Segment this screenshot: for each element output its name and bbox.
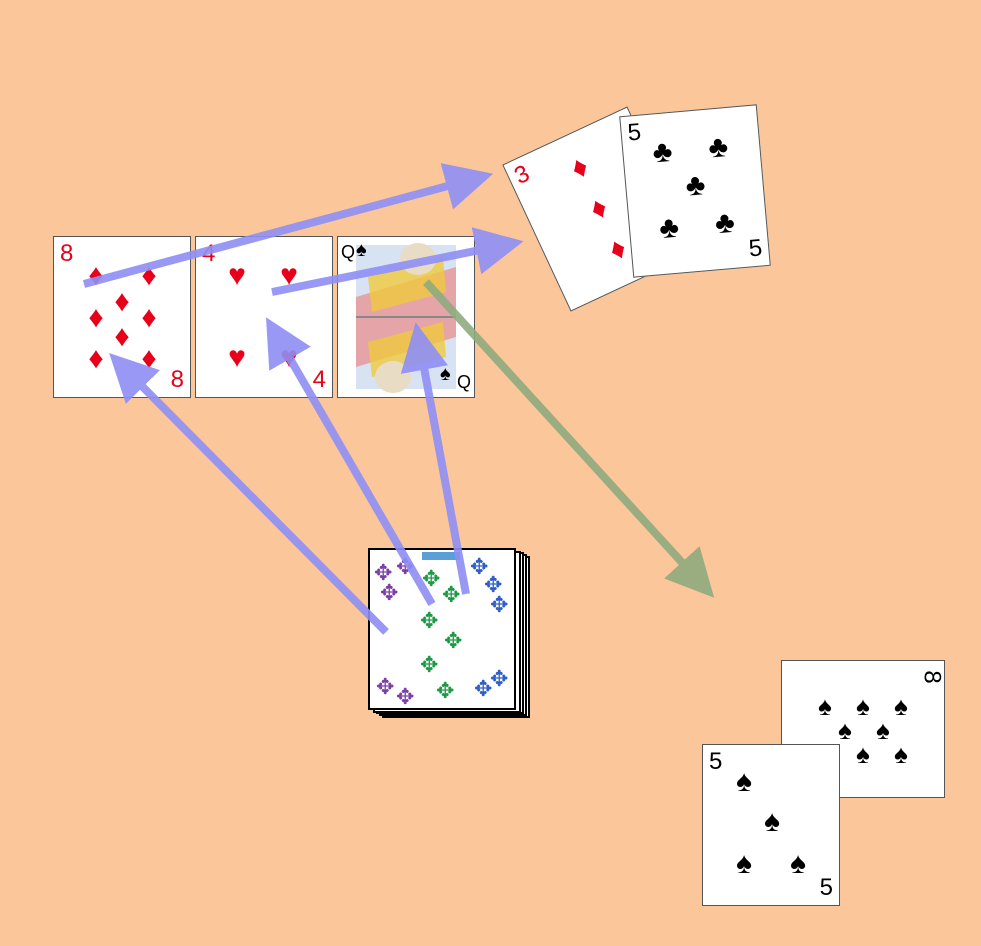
card-rank: 8 <box>60 240 74 267</box>
green-critter-icon: ✥ <box>442 582 461 607</box>
diamond-icon: ♦ <box>114 320 130 353</box>
spade-icon: ♠ <box>876 715 890 745</box>
heart-icon: ♥ <box>228 341 246 374</box>
arrow-deck-to-four <box>265 317 436 607</box>
card-rank: 4 <box>312 366 326 393</box>
spade-icon: ♠ <box>356 239 367 261</box>
green-critter-icon: ✥ <box>444 628 463 653</box>
card-rank: 5 <box>709 748 723 775</box>
blue-critter-icon: ✥ <box>490 592 509 617</box>
spade-icon: ♠ <box>894 691 908 721</box>
arrow-four-to-pile <box>271 227 524 296</box>
blue-critter-icon: ✥ <box>474 676 493 701</box>
card-rank: Q <box>456 372 471 392</box>
spade-icon: ♠ <box>838 715 852 745</box>
spade-icon: ♠ <box>856 691 870 721</box>
card-rank: 5 <box>819 874 833 901</box>
purple-critter-icon: ✥ <box>380 580 399 605</box>
spade-icon: ♠ <box>818 691 832 721</box>
spade-icon: ♠ <box>764 805 780 838</box>
green-critter-icon: ✥ <box>422 566 441 591</box>
purple-critter-icon: ✥ <box>376 674 395 699</box>
deck-back-banner <box>422 552 460 560</box>
green-critter-icon: ✥ <box>436 678 455 703</box>
arrow-deck-to-queen <box>400 322 470 595</box>
spade-icon: ♠ <box>736 765 752 798</box>
spade-icon: ♠ <box>736 847 752 880</box>
heart-icon: ♥ <box>228 259 246 292</box>
heart-icon: ♥ <box>280 259 298 292</box>
green-critter-icon: ✥ <box>420 608 439 633</box>
card-rank: Q <box>341 242 356 262</box>
arrow-eight-to-pile <box>82 163 494 288</box>
spade-icon: ♠ <box>790 847 806 880</box>
diamond-icon: ♦ <box>114 285 130 318</box>
card-four-of-hearts[interactable]: 4 4 ♥ ♥ ♥ ♥ <box>195 236 333 398</box>
purple-critter-icon: ✥ <box>396 684 415 709</box>
deck-top-card[interactable]: ✥ ✥ ✥ ✥ ✥ ✥ ✥ ✥ ✥ ✥ ✥ ✥ ✥ ✥ ✥ ✥ <box>368 548 516 710</box>
blue-critter-icon: ✥ <box>490 666 509 691</box>
card-five-of-spades[interactable]: 5 5 ♠ ♠ ♠ ♠ <box>702 744 840 906</box>
spade-icon: ♠ <box>856 739 870 769</box>
spade-icon: ♠ <box>894 739 908 769</box>
diamond-icon: ♦ <box>141 301 157 334</box>
card-rank: 8 <box>170 366 184 393</box>
green-critter-icon: ✥ <box>420 652 439 677</box>
purple-critter-icon: ✥ <box>374 560 393 585</box>
diamond-icon: ♦ <box>88 342 104 375</box>
blue-critter-icon: ✥ <box>484 572 503 597</box>
arrow-queen-to-bottom-right <box>423 279 715 598</box>
spade-icon: ♠ <box>440 363 451 385</box>
arrow-deck-to-eight <box>109 352 389 635</box>
diamond-icon: ♦ <box>88 301 104 334</box>
draw-deck[interactable]: ✥ ✥ ✥ ✥ ✥ ✥ ✥ ✥ ✥ ✥ ✥ ✥ ✥ ✥ ✥ ✥ <box>368 548 538 720</box>
blue-critter-icon: ✥ <box>470 554 489 579</box>
